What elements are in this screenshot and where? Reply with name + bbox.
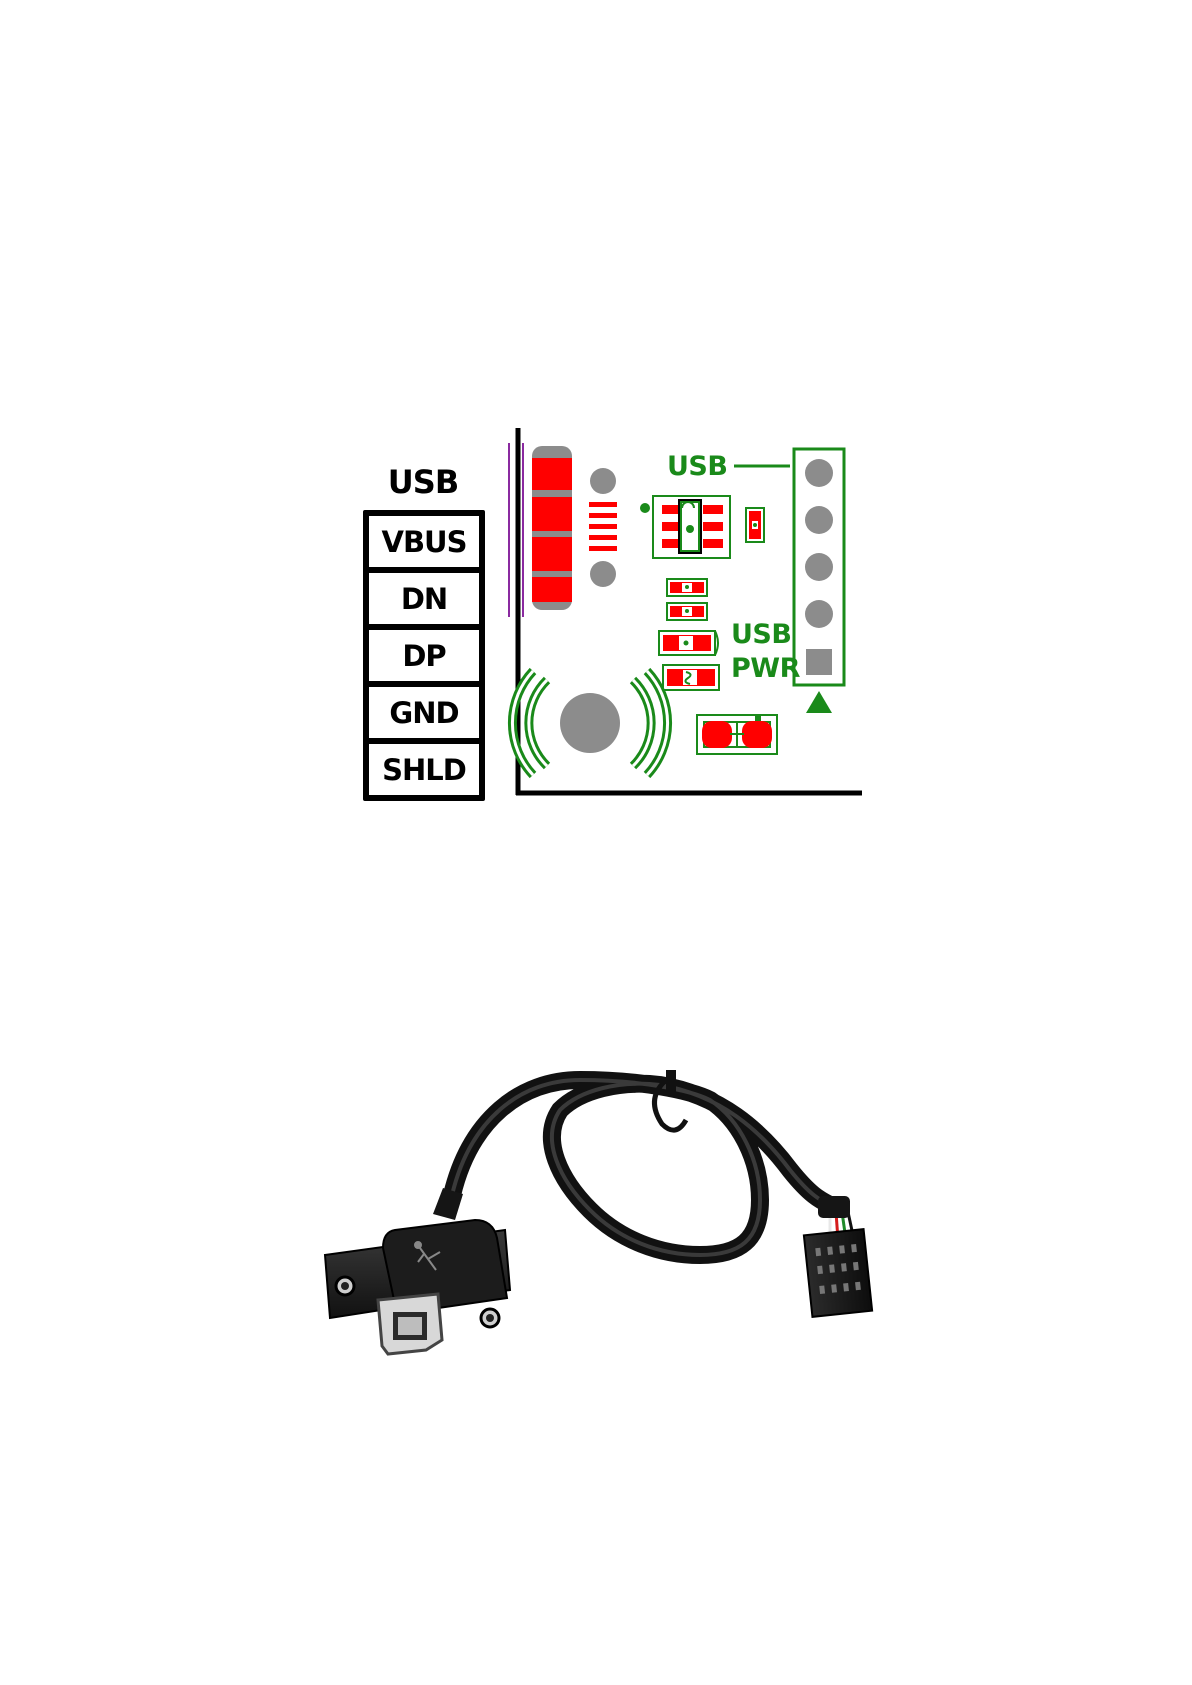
header-connector [804, 1229, 872, 1317]
cable-loop [452, 1080, 830, 1255]
usb-b-panel-jack [325, 1220, 510, 1354]
